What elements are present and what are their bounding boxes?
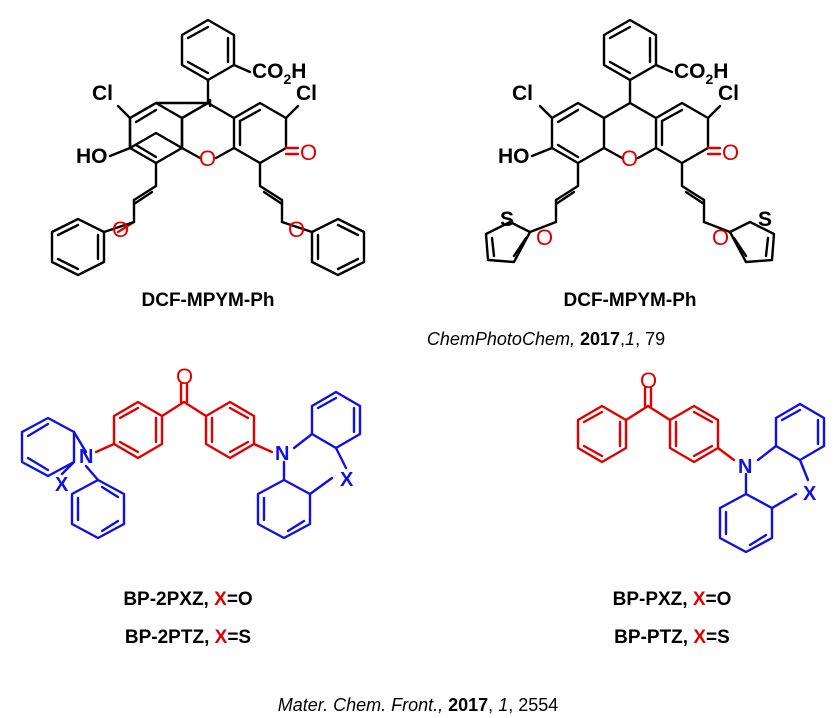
hydroxy-label: HO bbox=[76, 145, 108, 168]
xanthene-oxygen-label: O bbox=[199, 146, 216, 171]
citation-top: ChemPhotoChem, 2017,1, 79 bbox=[427, 329, 665, 349]
co2h-label: CO2H bbox=[252, 60, 306, 87]
chlorine-label-left: Cl bbox=[92, 82, 113, 105]
chlorine-label-right: Cl bbox=[718, 82, 739, 105]
benzophenone-oxygen-label: O bbox=[176, 364, 193, 389]
compound-name-top-left: DCF-MPYM-Ph bbox=[142, 290, 275, 311]
structure-dcf-mpym-ph-left: CO2H Cl Cl HO O O O O DCF-MPYM-Ph bbox=[50, 18, 366, 311]
compound-name-bp-ptz: BP-PTZ, X=S bbox=[614, 627, 730, 648]
hydroxy-label: HO bbox=[498, 145, 530, 168]
xanthene-oxygen-label: O bbox=[621, 146, 638, 171]
compound-name-top-right: DCF-MPYM-Ph bbox=[564, 290, 697, 311]
structure-bp-px-right: N X O BP-PXZ, X=O BP-PTZ, X=S bbox=[576, 368, 826, 648]
nitrogen-label-left: N bbox=[79, 446, 93, 468]
chlorine-label-right: Cl bbox=[296, 82, 317, 105]
x-label-right: X bbox=[340, 469, 354, 491]
x-label-left: X bbox=[55, 474, 69, 496]
thiophene-sulfur-right: S bbox=[758, 208, 772, 231]
compound-name-bp-pxz: BP-PXZ, X=O bbox=[613, 589, 732, 610]
ketone-oxygen-left: O bbox=[536, 225, 553, 250]
benzophenone-oxygen-label: O bbox=[640, 368, 657, 393]
structure-dcf-mpym-ph-right: CO2H Cl Cl HO O O O O S S DCF-MPYM-Ph bbox=[484, 18, 776, 311]
carbonyl-oxygen-label: O bbox=[722, 140, 739, 165]
x-label: X bbox=[803, 483, 817, 505]
co2h-label: CO2H bbox=[674, 60, 728, 87]
thiophene-sulfur-left: S bbox=[500, 208, 514, 231]
chlorine-label-left: Cl bbox=[512, 82, 533, 105]
compound-name-bp-2ptz: BP-2PTZ, X=S bbox=[125, 627, 251, 648]
structure-bp-2px-left: N X N X O BP-2PXZ, X=O BP-2PTZ, X=S bbox=[20, 364, 362, 648]
ketone-oxygen-right: O bbox=[712, 225, 729, 250]
nitrogen-label-right: N bbox=[275, 443, 289, 465]
carbonyl-oxygen-label: O bbox=[300, 140, 317, 165]
ketone-oxygen-right: O bbox=[288, 217, 305, 242]
ketone-oxygen-left: O bbox=[112, 217, 129, 242]
compound-name-bp-2pxz: BP-2PXZ, X=O bbox=[123, 589, 252, 610]
nitrogen-label: N bbox=[738, 456, 752, 478]
citation-bottom: Mater. Chem. Front., 2017, 1, 2554 bbox=[278, 695, 559, 715]
